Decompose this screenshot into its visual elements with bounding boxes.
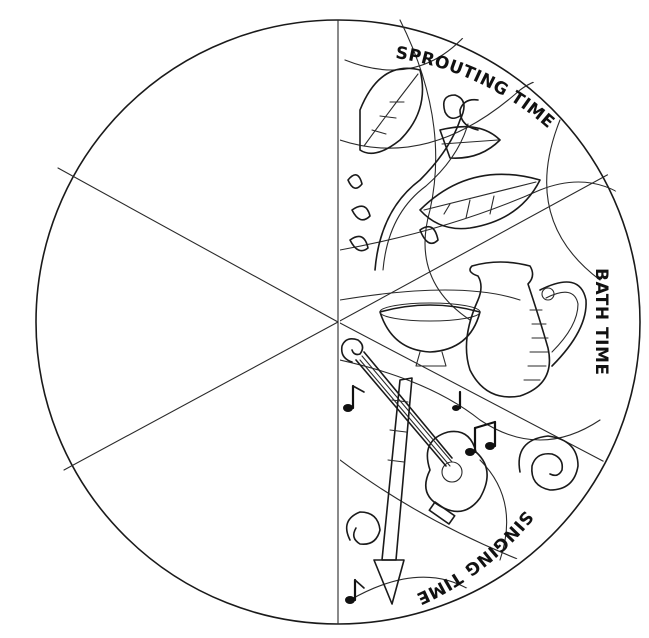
guitar-icon xyxy=(356,352,487,524)
bowl-icon xyxy=(380,303,480,366)
label-singing-time: SINGING TIME xyxy=(413,507,536,608)
leaf-icon xyxy=(420,174,540,228)
horn-icon xyxy=(374,378,412,604)
spiral-icon xyxy=(519,436,578,490)
empty-segments xyxy=(58,20,338,624)
label-bath-time: BATH TIME xyxy=(591,268,611,376)
music-note-icon xyxy=(345,580,364,604)
divider-lower-left xyxy=(64,322,338,470)
spiral-icon xyxy=(342,339,363,362)
label-sprouting-time: SPROUTING TIME xyxy=(394,43,558,133)
divider-upper-left xyxy=(58,168,338,322)
leaf-icon xyxy=(360,68,423,153)
pitcher-icon xyxy=(466,262,586,397)
music-note-icon xyxy=(343,386,364,412)
illustrated-segments xyxy=(338,20,630,604)
divider-lower-right xyxy=(338,322,620,470)
